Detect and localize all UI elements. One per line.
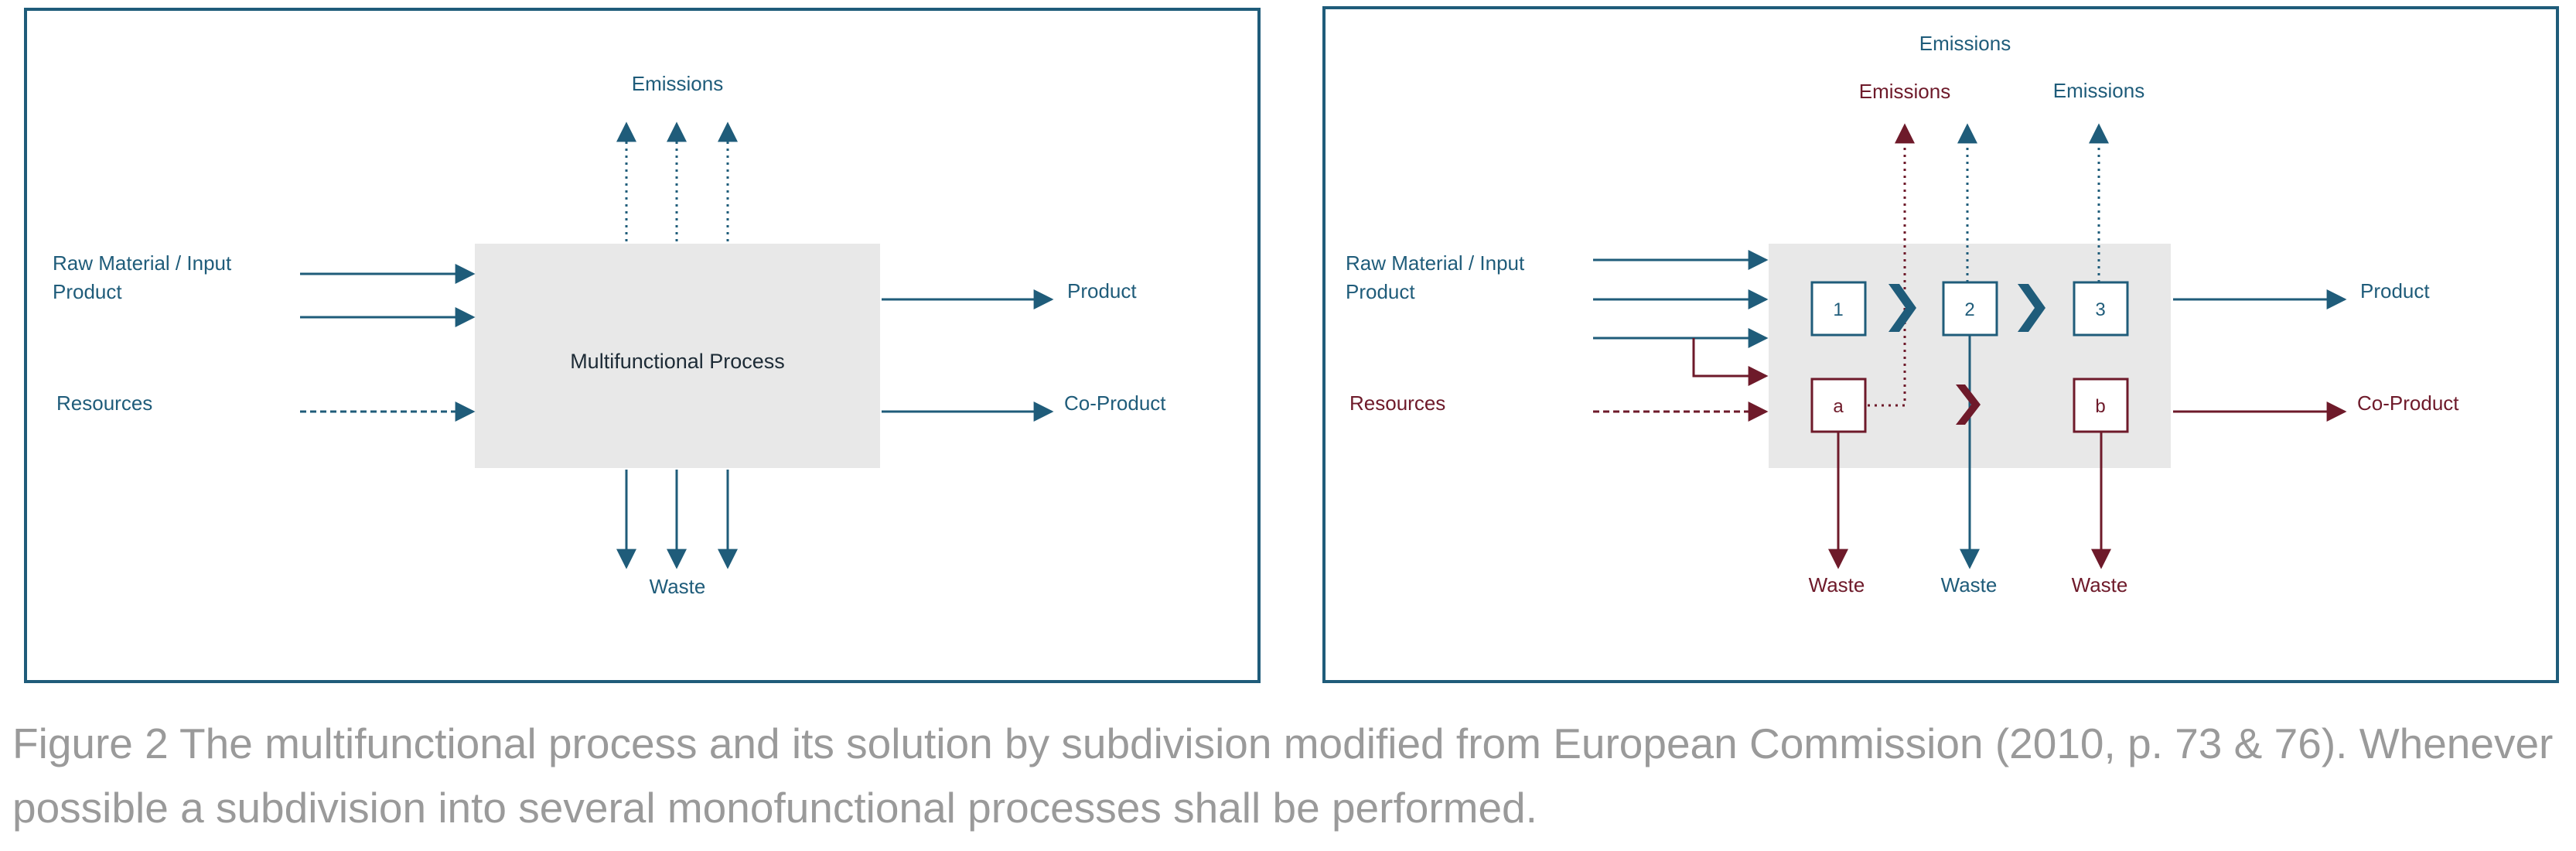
chevron-2-to-3-icon [2018, 284, 2045, 332]
raw-material-label-right: Raw Material / Input Product [1346, 251, 1530, 303]
multifunctional-process-box [475, 244, 880, 468]
subprocess-a-label: a [1833, 396, 1844, 417]
raw-material-right-line-1: Raw Material / Input [1346, 251, 1525, 275]
waste-label: Waste [650, 575, 706, 598]
subprocess-box-3 [2073, 281, 2129, 337]
figure-caption-line-1: Figure 2 The multifunctional process and… [12, 719, 2554, 767]
emissions-label: Emissions [632, 72, 723, 95]
emission-arrow-a [1868, 123, 1915, 407]
emissions-3-label: Emissions [2053, 79, 2144, 102]
co-product-label: Co-Product [1064, 391, 1166, 415]
subprocess-2-label: 2 [1964, 299, 1974, 320]
emissions-top-label: Emissions [1919, 32, 2011, 55]
figure-caption: Figure 2 The multifunctional process and… [12, 712, 2557, 840]
left-panel: Multifunctional Process Emissions Raw Ma… [24, 8, 1261, 683]
chevron-1-to-2-icon [1888, 284, 1916, 332]
raw-material-label: Raw Material / Input Product [53, 251, 237, 303]
raw-material-right-line-2: Product [1346, 280, 1415, 303]
subprocess-box-a [1810, 378, 1867, 433]
subprocess-b-label: b [2095, 396, 2105, 417]
subprocess-box-2 [1942, 281, 1998, 337]
subprocess-box-1 [1810, 281, 1867, 337]
subprocess-3-label: 3 [2095, 299, 2105, 320]
product-label-right: Product [2360, 279, 2430, 302]
waste-b-label: Waste [2072, 573, 2128, 596]
resources-label-right: Resources [1349, 391, 1445, 415]
subprocess-box-b [2073, 378, 2129, 433]
waste-a-label: Waste [1809, 573, 1865, 596]
input-branch-arrow [1692, 338, 1769, 386]
right-panel-frame [1322, 6, 2559, 683]
multifunctional-process-label: Multifunctional Process [570, 350, 785, 373]
emissions-a-label: Emissions [1859, 80, 1950, 103]
raw-material-label-line-2: Product [53, 280, 122, 303]
right-panel: Emissions Emissions Emissions Raw Materi… [1322, 6, 2559, 683]
product-label: Product [1067, 279, 1137, 302]
raw-material-label-line-1: Raw Material / Input [53, 251, 232, 275]
waste-2-label: Waste [1941, 573, 1998, 596]
co-product-label-right: Co-Product [2357, 391, 2459, 415]
left-panel-frame [24, 8, 1261, 683]
figure-caption-line-2: possible a subdivision into several mono… [12, 784, 1537, 832]
subprocess-1-label: 1 [1833, 299, 1843, 320]
chevron-a-to-b-icon [1956, 384, 1981, 425]
resources-label: Resources [56, 391, 152, 415]
diagram: Multifunctional Process Emissions Raw Ma… [24, 6, 2559, 683]
